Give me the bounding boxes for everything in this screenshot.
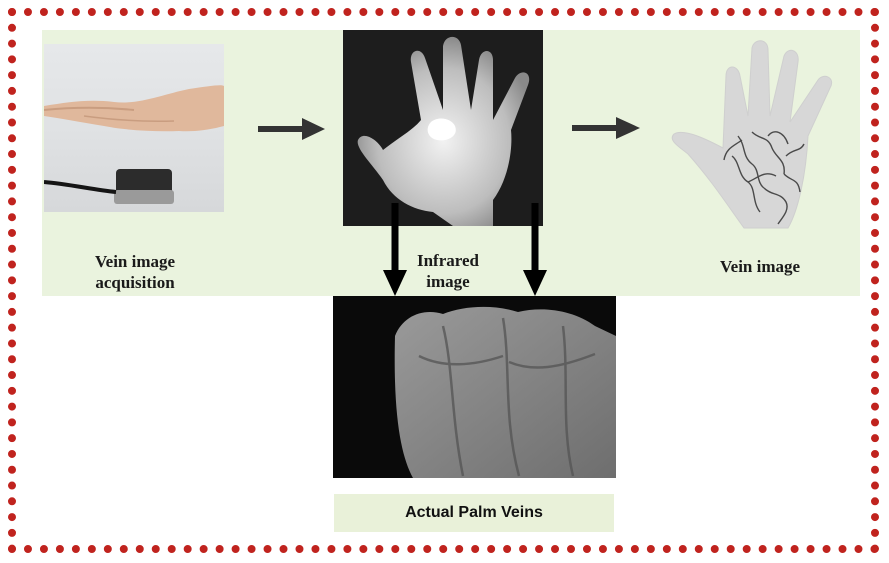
- arrow-down-right: [523, 203, 547, 296]
- arrow-right-1: [258, 118, 325, 140]
- arrow-down-left: [383, 203, 407, 296]
- arrow-right-2: [572, 117, 640, 139]
